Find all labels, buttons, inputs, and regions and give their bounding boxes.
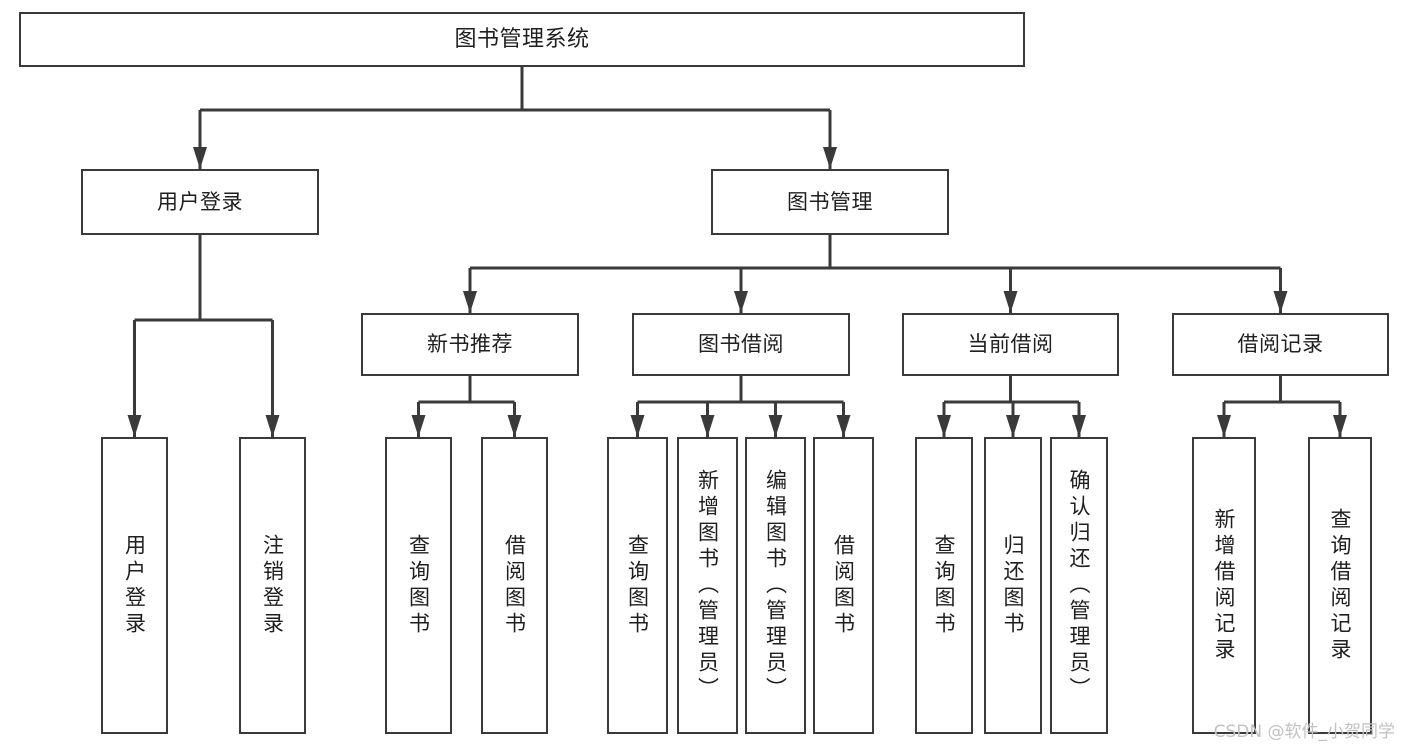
leaf-new-query-book-label: 查询图书 bbox=[406, 533, 431, 638]
leaf-user-login-label: 用户登录 bbox=[122, 533, 147, 638]
leaf-borrow-add-book[interactable]: 新增图书（管理员） bbox=[677, 437, 738, 734]
leaf-record-add[interactable]: 新增借阅记录 bbox=[1192, 437, 1256, 734]
node-current-borrow[interactable]: 当前借阅 bbox=[902, 313, 1119, 376]
leaf-new-borrow-book[interactable]: 借阅图书 bbox=[481, 437, 548, 734]
node-book-borrow-label: 图书借阅 bbox=[698, 332, 784, 357]
leaf-current-confirm-return-label: 确认归还（管理员） bbox=[1067, 468, 1092, 703]
node-book-management-module-label: 图书管理 bbox=[787, 189, 873, 214]
node-book-management-module[interactable]: 图书管理 bbox=[711, 169, 949, 235]
node-root-label: 图书管理系统 bbox=[454, 26, 590, 52]
leaf-borrow-borrow-book-label: 借阅图书 bbox=[831, 533, 856, 638]
node-current-borrow-label: 当前借阅 bbox=[967, 332, 1054, 357]
leaf-current-query-book[interactable]: 查询图书 bbox=[915, 437, 973, 734]
leaf-borrow-edit-book[interactable]: 编辑图书（管理员） bbox=[745, 437, 806, 734]
leaf-current-return-book-label: 归还图书 bbox=[1001, 533, 1026, 638]
leaf-borrow-edit-book-label: 编辑图书（管理员） bbox=[763, 468, 788, 703]
leaf-user-logout-label: 注销登录 bbox=[260, 533, 285, 638]
watermark-text: CSDN @软件_小贺同学 bbox=[1213, 722, 1395, 742]
leaf-new-query-book[interactable]: 查询图书 bbox=[385, 437, 452, 734]
leaf-record-add-label: 新增借阅记录 bbox=[1212, 507, 1237, 664]
leaf-current-return-book[interactable]: 归还图书 bbox=[984, 437, 1042, 734]
node-root[interactable]: 图书管理系统 bbox=[19, 12, 1025, 67]
leaf-current-confirm-return[interactable]: 确认归还（管理员） bbox=[1050, 437, 1108, 734]
leaf-new-borrow-book-label: 借阅图书 bbox=[502, 533, 527, 638]
leaf-current-query-book-label: 查询图书 bbox=[932, 533, 957, 638]
leaf-record-query[interactable]: 查询借阅记录 bbox=[1308, 437, 1372, 734]
leaf-user-login[interactable]: 用户登录 bbox=[101, 437, 168, 734]
node-borrow-record[interactable]: 借阅记录 bbox=[1172, 313, 1389, 376]
leaf-borrow-add-book-label: 新增图书（管理员） bbox=[695, 468, 720, 703]
node-user-login-module-label: 用户登录 bbox=[157, 189, 243, 214]
leaf-borrow-query-book[interactable]: 查询图书 bbox=[607, 437, 668, 734]
node-new-book-recommend[interactable]: 新书推荐 bbox=[361, 313, 579, 376]
leaf-user-logout[interactable]: 注销登录 bbox=[239, 437, 306, 734]
node-user-login-module[interactable]: 用户登录 bbox=[81, 169, 319, 235]
leaf-borrow-query-book-label: 查询图书 bbox=[625, 533, 650, 638]
leaf-borrow-borrow-book[interactable]: 借阅图书 bbox=[813, 437, 874, 734]
node-book-borrow[interactable]: 图书借阅 bbox=[632, 313, 850, 376]
leaf-record-query-label: 查询借阅记录 bbox=[1328, 507, 1353, 664]
node-new-book-recommend-label: 新书推荐 bbox=[427, 332, 513, 357]
node-borrow-record-label: 借阅记录 bbox=[1237, 332, 1324, 357]
